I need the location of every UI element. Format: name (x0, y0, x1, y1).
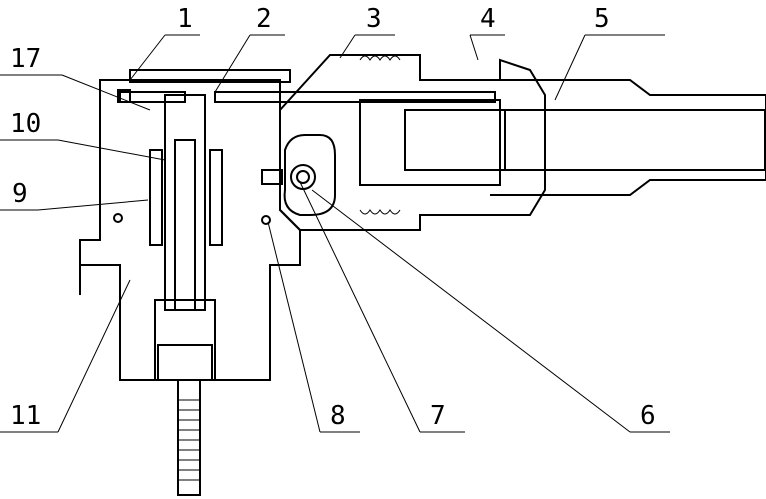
label-8: 8 (330, 401, 346, 431)
label-1: 1 (177, 4, 193, 34)
label-11: 11 (10, 401, 41, 431)
connector-elbow (279, 54, 546, 231)
label-5: 5 (594, 4, 610, 34)
threaded-rod-2 (214, 91, 496, 103)
label-10: 10 (10, 109, 41, 139)
label-4: 4 (480, 4, 496, 34)
housing-body (79, 69, 496, 381)
leader-lines (0, 34, 670, 433)
label-2: 2 (256, 4, 272, 34)
lever-element (261, 134, 336, 216)
central-stud (154, 94, 216, 496)
label-9: 9 (12, 179, 28, 209)
rod-5 (404, 79, 766, 196)
label-17: 17 (10, 44, 41, 74)
label-7: 7 (430, 401, 446, 431)
label-3: 3 (366, 4, 382, 34)
label-6: 6 (640, 401, 656, 431)
coil-elements (113, 149, 271, 246)
